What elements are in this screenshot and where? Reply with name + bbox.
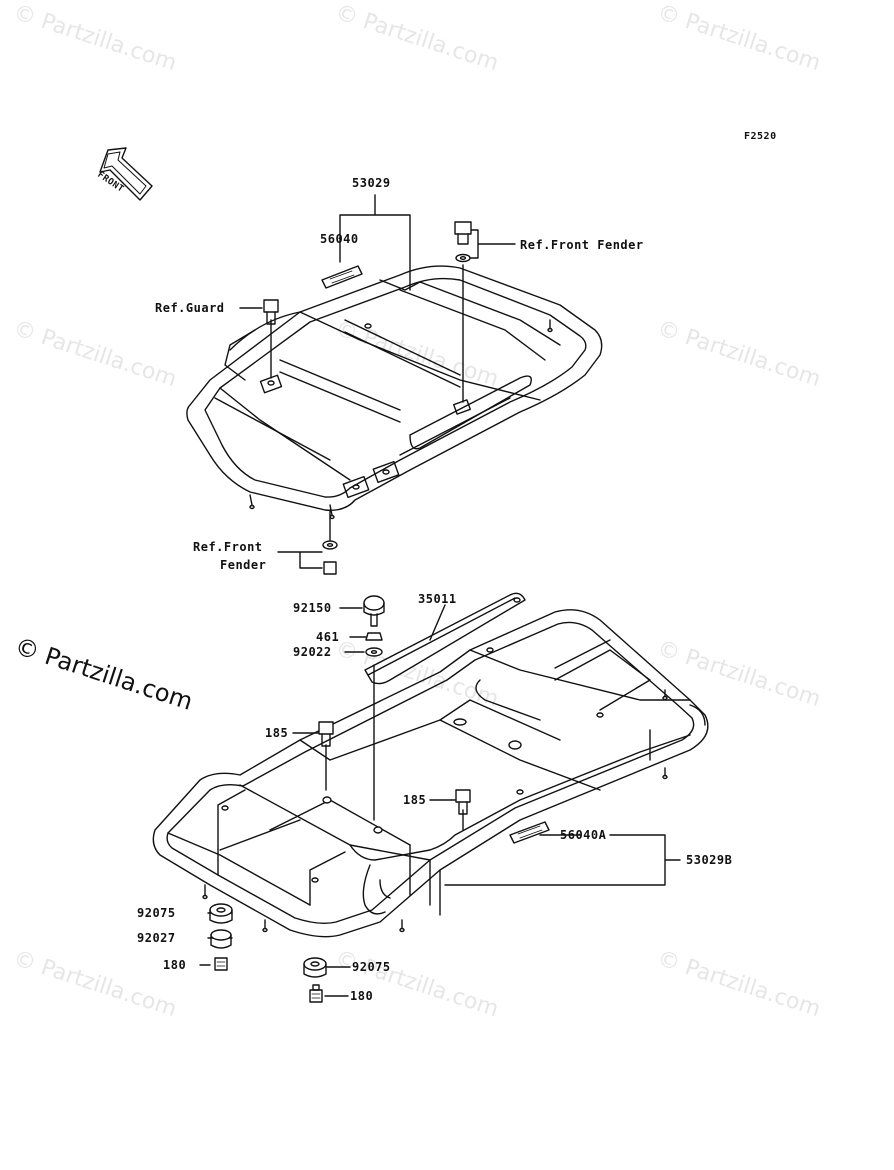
callout-53029B: 53029B <box>686 853 733 867</box>
callout-180-left: 180 <box>163 958 187 972</box>
bolt-185-left <box>318 721 334 747</box>
callout-56040A: 56040A <box>560 828 607 842</box>
rear-carrier-53029B <box>152 609 709 938</box>
callout-185-left: 185 <box>265 726 289 740</box>
front-carrier-53029 <box>186 265 603 520</box>
callout-461: 461 <box>316 630 340 644</box>
bolt-185-right <box>455 789 471 815</box>
bolt-ref-front-fender <box>454 221 472 263</box>
callout-56040: 56040 <box>320 232 359 246</box>
figure-code: F2520 <box>744 131 777 142</box>
callout-35011: 35011 <box>418 592 457 606</box>
callout-ref-front-fender: Ref.Front Fender <box>520 238 644 252</box>
callout-185-right: 185 <box>403 793 427 807</box>
nut-461 <box>365 632 383 641</box>
callout-fender: Fender <box>220 558 267 572</box>
callout-ref-front: Ref.Front <box>193 540 263 554</box>
callout-180-right: 180 <box>350 989 374 1003</box>
collar-92075-left <box>209 903 233 924</box>
callout-ref-guard: Ref.Guard <box>155 301 225 315</box>
callout-92150: 92150 <box>293 601 332 615</box>
bolt-ref-guard <box>263 299 279 325</box>
plate-35011 <box>364 592 526 685</box>
callout-53029: 53029 <box>352 176 391 190</box>
callout-92027: 92027 <box>137 931 176 945</box>
bolt-ref-front-fender-lower <box>322 540 338 575</box>
knob-92150 <box>363 595 385 627</box>
callout-92075-left: 92075 <box>137 906 176 920</box>
spacer-92027 <box>210 929 232 949</box>
collar-92075-right <box>303 957 327 978</box>
bolt-180-left <box>214 957 228 971</box>
callout-92022: 92022 <box>293 645 332 659</box>
bolt-180-right <box>309 984 323 1003</box>
washer-92022 <box>365 647 383 657</box>
callout-92075-right: 92075 <box>352 960 391 974</box>
front-arrow-icon <box>99 147 153 201</box>
